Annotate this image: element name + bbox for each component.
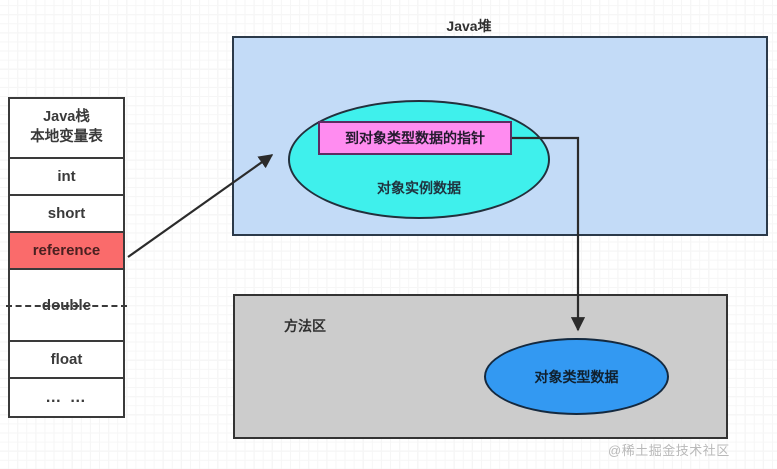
watermark: @稀土掘金技术社区 (608, 443, 730, 458)
stack-cell-label: double (41, 296, 92, 314)
stack-cell-label: short (47, 205, 86, 222)
stack-row-short[interactable]: short (10, 196, 123, 233)
stack-cell-label: float (50, 351, 83, 368)
stack-header-line1: Java栈 (43, 109, 90, 126)
stack-header-cell: Java栈 本地变量表 (10, 99, 123, 159)
object-instance-label: 对象实例数据 (377, 180, 461, 196)
object-type-data-ellipse[interactable]: 对象类型数据 (484, 338, 669, 415)
stack-row-double[interactable]: double (6, 270, 127, 342)
java-stack-table: Java栈 本地变量表 int short reference double f… (6, 97, 127, 418)
method-area-title: 方法区 (284, 318, 326, 334)
stack-row-float[interactable]: float (10, 342, 123, 379)
stack-row-reference[interactable]: reference (10, 233, 123, 270)
stack-row-int[interactable]: int (10, 159, 123, 196)
stack-cell-label: … … (45, 388, 88, 406)
stack-cell-label: int (57, 168, 76, 185)
object-instance-ellipse[interactable]: 对象实例数据 (288, 100, 550, 219)
type-pointer-box[interactable]: 到对象类型数据的指针 (318, 121, 512, 155)
stack-cell-label: reference (32, 242, 101, 259)
heap-title: Java堆 (446, 18, 492, 34)
stack-row-ellipsis[interactable]: … … (10, 379, 123, 416)
stack-header-line2: 本地变量表 (30, 129, 103, 145)
